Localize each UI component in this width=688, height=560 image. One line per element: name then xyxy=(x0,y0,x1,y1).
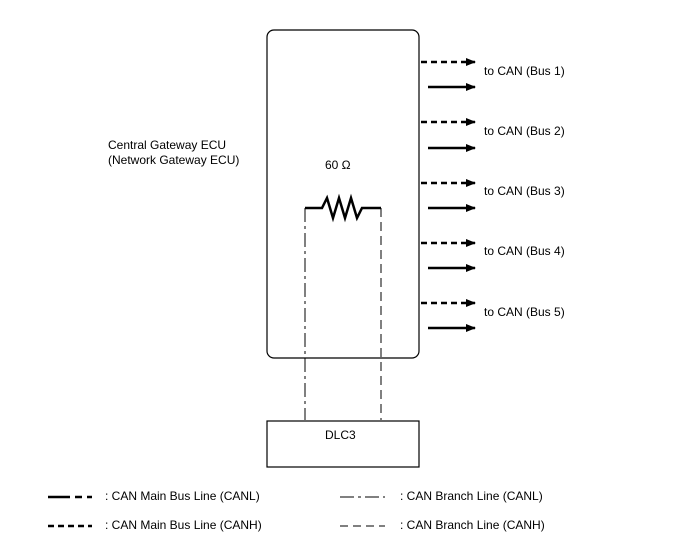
legend-branch-canl-label: : CAN Branch Line (CANL) xyxy=(400,489,543,503)
legend-branch-canh-label: : CAN Branch Line (CANH) xyxy=(400,518,545,532)
bus-4-arrows xyxy=(421,239,476,272)
bus-3-label: to CAN (Bus 3) xyxy=(484,184,565,198)
ecu-name-line1: Central Gateway ECU xyxy=(108,138,227,152)
ecu-name-line2: (Network Gateway ECU) xyxy=(108,153,240,167)
terminating-resistor xyxy=(305,193,381,223)
central-gateway-ecu-box xyxy=(266,29,420,359)
bus-2-label: to CAN (Bus 2) xyxy=(484,124,565,138)
dlc3-box xyxy=(266,420,420,468)
bus-1-label: to CAN (Bus 1) xyxy=(484,64,565,78)
legend-main-canh-label: : CAN Main Bus Line (CANH) xyxy=(105,518,262,532)
bus-2-arrows xyxy=(421,118,476,152)
bus-3-arrows xyxy=(421,179,476,212)
bus-4-label: to CAN (Bus 4) xyxy=(484,244,565,258)
bus-5-arrows xyxy=(421,299,476,332)
legend-main-canl-label: : CAN Main Bus Line (CANL) xyxy=(105,489,260,503)
bus-1-arrows xyxy=(421,58,476,91)
bus-5-label: to CAN (Bus 5) xyxy=(484,305,565,319)
dlc3-label: DLC3 xyxy=(325,428,356,442)
resistor-label: 60 Ω xyxy=(325,158,351,172)
